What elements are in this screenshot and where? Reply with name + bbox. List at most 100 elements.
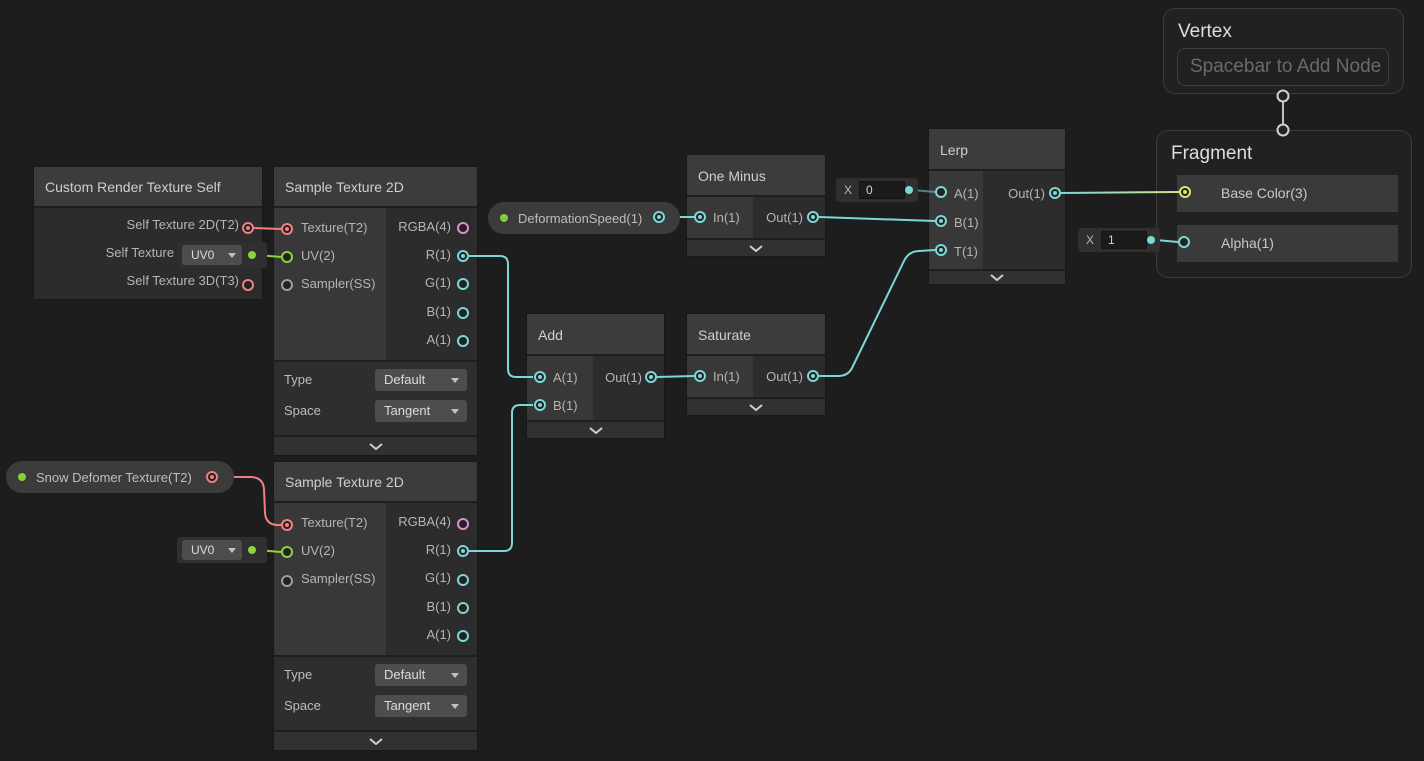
output-label-out: Out(1): [766, 210, 803, 225]
space-label: Space: [284, 403, 321, 418]
alpha-default-connector-dot: [1147, 236, 1155, 244]
port-sample-b-r[interactable]: [457, 545, 469, 557]
output-label-self-texture-3d: Self Texture 3D(T3): [126, 273, 239, 288]
port-sample-a-b[interactable]: [457, 307, 469, 319]
node-title: Sample Texture 2D: [274, 167, 477, 208]
port-oneminus-in[interactable]: [694, 211, 706, 223]
node-sample-texture-2d-a[interactable]: Sample Texture 2D Texture(T2) UV(2) Samp…: [273, 166, 478, 456]
output-label-r: R(1): [425, 247, 451, 262]
edge-r-a-to-add-a: [469, 255, 533, 378]
lerp-a-default-connector-dot: [905, 186, 913, 194]
node-one-minus[interactable]: One Minus In(1) Out(1): [686, 154, 826, 257]
port-lerp-out[interactable]: [1049, 187, 1061, 199]
port-saturate-in[interactable]: [694, 370, 706, 382]
node-fragment-context[interactable]: Fragment Base Color(3) Alpha(1): [1156, 130, 1412, 278]
input-label-in: In(1): [713, 210, 740, 225]
output-label-out: Out(1): [1008, 186, 1045, 201]
port-lerp-t[interactable]: [935, 244, 947, 256]
port-sample-a-sampler[interactable]: [281, 279, 293, 291]
alpha-value-field[interactable]: 1: [1101, 231, 1148, 249]
uv-channel-widget-a: UV0: [177, 242, 267, 268]
port-lerp-b[interactable]: [935, 215, 947, 227]
add-node-placeholder[interactable]: Spacebar to Add Node: [1177, 48, 1389, 86]
fragment-base-color-slot[interactable]: Base Color(3): [1177, 175, 1398, 212]
exposed-property-dot-icon: [500, 214, 508, 222]
port-snowdeformer-out[interactable]: [206, 471, 218, 483]
port-add-a[interactable]: [534, 371, 546, 383]
collapse-chevron-icon[interactable]: [687, 238, 825, 256]
port-deformationspeed-out[interactable]: [653, 211, 665, 223]
port-sample-a-uv[interactable]: [281, 251, 293, 263]
node-title: Vertex: [1178, 21, 1232, 42]
port-sample-b-uv[interactable]: [281, 546, 293, 558]
dropdown-arrow-icon: [228, 548, 236, 553]
node-title: Fragment: [1171, 143, 1253, 164]
port-add-out[interactable]: [645, 371, 657, 383]
type-dropdown[interactable]: Default: [375, 664, 467, 686]
port-sample-a-rgba[interactable]: [457, 222, 469, 234]
collapse-chevron-icon[interactable]: [929, 269, 1065, 284]
lerp-a-value-field[interactable]: 0: [859, 181, 906, 199]
output-label-a: A(1): [426, 627, 451, 642]
input-label-texture: Texture(T2): [301, 220, 368, 235]
node-title: Sample Texture 2D: [274, 462, 477, 503]
collapse-chevron-icon[interactable]: [274, 730, 477, 750]
collapse-chevron-icon[interactable]: [527, 420, 664, 438]
port-sample-a-g[interactable]: [457, 278, 469, 290]
port-sample-b-g[interactable]: [457, 574, 469, 586]
node-custom-render-texture-self[interactable]: Custom Render Texture Self Self Texture …: [33, 166, 263, 300]
port-sample-b-b[interactable]: [457, 602, 469, 614]
output-label-b: B(1): [426, 599, 451, 614]
property-snow-deformer-texture[interactable]: Snow Defomer Texture(T2): [6, 461, 234, 493]
fragment-alpha-slot[interactable]: Alpha(1): [1177, 225, 1398, 262]
property-deformation-speed[interactable]: DeformationSpeed(1): [488, 202, 680, 234]
edge-r-b-to-add-b: [469, 404, 533, 552]
dropdown-arrow-icon: [228, 253, 236, 258]
port-sample-a-texture[interactable]: [281, 223, 293, 235]
port-saturate-out[interactable]: [807, 370, 819, 382]
output-label-a: A(1): [426, 332, 451, 347]
uv-channel-dropdown[interactable]: UV0: [182, 540, 242, 560]
node-saturate[interactable]: Saturate In(1) Out(1): [686, 313, 826, 416]
node-sample-texture-2d-b[interactable]: Sample Texture 2D Texture(T2) UV(2) Samp…: [273, 461, 478, 751]
port-sample-a-r[interactable]: [457, 250, 469, 262]
port-fragment-basecolor[interactable]: [1179, 186, 1191, 198]
input-label-b: B(1): [954, 215, 979, 230]
input-label-texture: Texture(T2): [301, 515, 368, 530]
space-dropdown[interactable]: Tangent: [375, 695, 467, 717]
port-crt-self-texture-3d[interactable]: [242, 279, 254, 291]
output-label-g: G(1): [425, 275, 451, 290]
node-lerp[interactable]: Lerp A(1) B(1) T(1) Out(1): [928, 128, 1066, 285]
dropdown-arrow-icon: [451, 378, 459, 383]
type-label: Type: [284, 372, 313, 387]
space-dropdown[interactable]: Tangent: [375, 400, 467, 422]
port-sample-b-sampler[interactable]: [281, 575, 293, 587]
output-label-out: Out(1): [605, 370, 642, 385]
x-component-label: X: [1086, 233, 1095, 247]
port-oneminus-out[interactable]: [807, 211, 819, 223]
output-label-rgba: RGBA(4): [398, 219, 451, 234]
node-title: Lerp: [929, 129, 1065, 171]
uv-channel-dropdown[interactable]: UV0: [182, 245, 242, 265]
input-label-sampler: Sampler(SS): [301, 276, 376, 291]
port-lerp-a[interactable]: [935, 186, 947, 198]
port-add-b[interactable]: [534, 399, 546, 411]
node-vertex-context[interactable]: Vertex Spacebar to Add Node: [1163, 8, 1404, 94]
collapse-chevron-icon[interactable]: [687, 397, 825, 415]
node-title: Add: [527, 314, 664, 356]
port-sample-b-a[interactable]: [457, 630, 469, 642]
port-sample-a-a[interactable]: [457, 335, 469, 347]
port-sample-b-rgba[interactable]: [457, 518, 469, 530]
type-dropdown[interactable]: Default: [375, 369, 467, 391]
exposed-property-dot-icon: [18, 473, 26, 481]
port-sample-b-texture[interactable]: [281, 519, 293, 531]
port-fragment-alpha[interactable]: [1178, 236, 1190, 248]
input-label-t: T(1): [954, 244, 978, 259]
uv-widget-connector-dot-b: [248, 546, 256, 554]
node-title: Custom Render Texture Self: [34, 167, 262, 208]
port-crt-self-texture-2d[interactable]: [242, 222, 254, 234]
collapse-chevron-icon[interactable]: [274, 435, 477, 455]
input-label-sampler: Sampler(SS): [301, 571, 376, 586]
dropdown-arrow-icon: [451, 704, 459, 709]
